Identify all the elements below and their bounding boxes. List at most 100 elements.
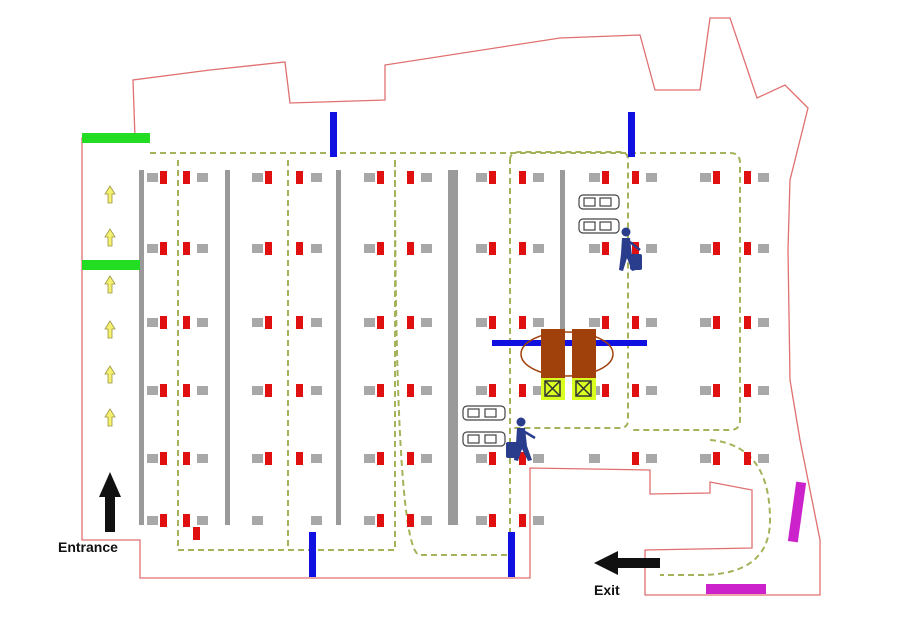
left-arrow-icon: [594, 551, 660, 575]
bay-marker-red: [377, 384, 384, 397]
bay-marker-red: [602, 242, 609, 255]
bay-marker-red: [632, 242, 639, 255]
blue-barriers: [309, 112, 647, 577]
bay-marker-red: [744, 316, 751, 329]
bay-marker-red: [377, 242, 384, 255]
bay-marker-red: [160, 316, 167, 329]
exit-label: Exit: [594, 582, 620, 598]
bay-marker-red: [265, 242, 272, 255]
bay-marker-red: [489, 242, 496, 255]
bay-marker-red: [407, 514, 414, 527]
bay-marker-red: [407, 242, 414, 255]
bay-marker-gray: [476, 318, 487, 327]
bay-marker-red: [183, 316, 190, 329]
bay-marker-gray: [364, 516, 375, 525]
bay-marker-gray: [252, 173, 263, 182]
bay-marker-red: [160, 384, 167, 397]
bay-marker-gray: [197, 173, 208, 182]
central-block: [520, 329, 614, 400]
bay-marker-red: [519, 242, 526, 255]
bay-marker-gray: [758, 173, 769, 182]
bay-marker-red: [602, 171, 609, 184]
pillar-ring: [520, 331, 614, 377]
bay-marker-red: [265, 316, 272, 329]
bay-marker-red: [265, 171, 272, 184]
bay-marker-red: [407, 452, 414, 465]
bay-marker-red: [296, 242, 303, 255]
blue-barrier: [309, 532, 316, 577]
bay-marker-gray: [252, 516, 263, 525]
bay-marker-gray: [646, 386, 657, 395]
bay-marker-gray: [700, 173, 711, 182]
magenta-barriers: [706, 481, 807, 594]
bay-marker-red: [713, 171, 720, 184]
bay-marker-gray: [533, 318, 544, 327]
bay-marker-gray: [147, 244, 158, 253]
bay-marker-red: [296, 171, 303, 184]
bay-marker-gray: [589, 173, 600, 182]
bay-marker-red: [713, 316, 720, 329]
bay-marker-red: [160, 171, 167, 184]
bay-marker-red: [377, 452, 384, 465]
bay-marker-gray: [364, 454, 375, 463]
bay-marker-red: [489, 316, 496, 329]
bay-marker-gray: [476, 516, 487, 525]
bay-marker-gray: [147, 173, 158, 182]
bay-marker-red: [632, 316, 639, 329]
bay-marker-gray: [476, 454, 487, 463]
bay-marker-red: [160, 242, 167, 255]
bay-marker-red: [744, 452, 751, 465]
car-icon: [578, 194, 620, 210]
bay-marker-red: [744, 242, 751, 255]
bay-marker-gray: [364, 318, 375, 327]
driving-path: [150, 151, 772, 576]
bay-marker-gray: [364, 244, 375, 253]
bay-marker-gray: [758, 454, 769, 463]
bay-marker-red: [160, 452, 167, 465]
blue-barrier: [508, 532, 515, 577]
bay-marker-gray: [252, 386, 263, 395]
bay-marker-gray: [533, 454, 544, 463]
bay-marker-gray: [533, 244, 544, 253]
bay-marker-gray: [364, 386, 375, 395]
green-barriers: [82, 133, 150, 270]
bay-marker-gray: [147, 516, 158, 525]
bay-marker-red: [183, 452, 190, 465]
bay-marker-red: [713, 242, 720, 255]
up-arrow-icon: [104, 365, 116, 384]
blue-barrier: [330, 112, 337, 157]
bay-marker-red: [296, 452, 303, 465]
bay-marker-gray: [646, 173, 657, 182]
bay-marker-red: [489, 514, 496, 527]
bay-marker-gray: [700, 244, 711, 253]
bay-marker-red: [632, 384, 639, 397]
bay-marker-gray: [758, 386, 769, 395]
bay-marker-gray: [421, 173, 432, 182]
bay-marker-gray: [476, 244, 487, 253]
up-arrow-icon: [104, 408, 116, 427]
bay-marker-gray: [252, 318, 263, 327]
green-barrier: [82, 260, 140, 270]
brown-pillar: [541, 329, 565, 379]
crossed-box-icon: [572, 378, 596, 400]
bay-marker-red: [519, 316, 526, 329]
bay-marker-red: [744, 171, 751, 184]
bay-marker-red: [407, 384, 414, 397]
bay-marker-gray: [533, 173, 544, 182]
bay-marker-gray: [252, 244, 263, 253]
bay-marker-gray: [197, 454, 208, 463]
blue-barrier: [628, 112, 635, 157]
bay-marker-gray: [421, 318, 432, 327]
bay-marker-gray: [646, 244, 657, 253]
bay-marker-red: [519, 452, 526, 465]
bay-marker-red: [407, 316, 414, 329]
bay-marker-red: [632, 171, 639, 184]
bay-marker-gray: [758, 318, 769, 327]
bay-marker-red: [713, 452, 720, 465]
bay-marker-red: [193, 527, 200, 540]
bay-marker-red: [602, 316, 609, 329]
bay-marker-gray: [646, 454, 657, 463]
bay-marker-red: [377, 316, 384, 329]
building-boundary: [81, 17, 821, 596]
